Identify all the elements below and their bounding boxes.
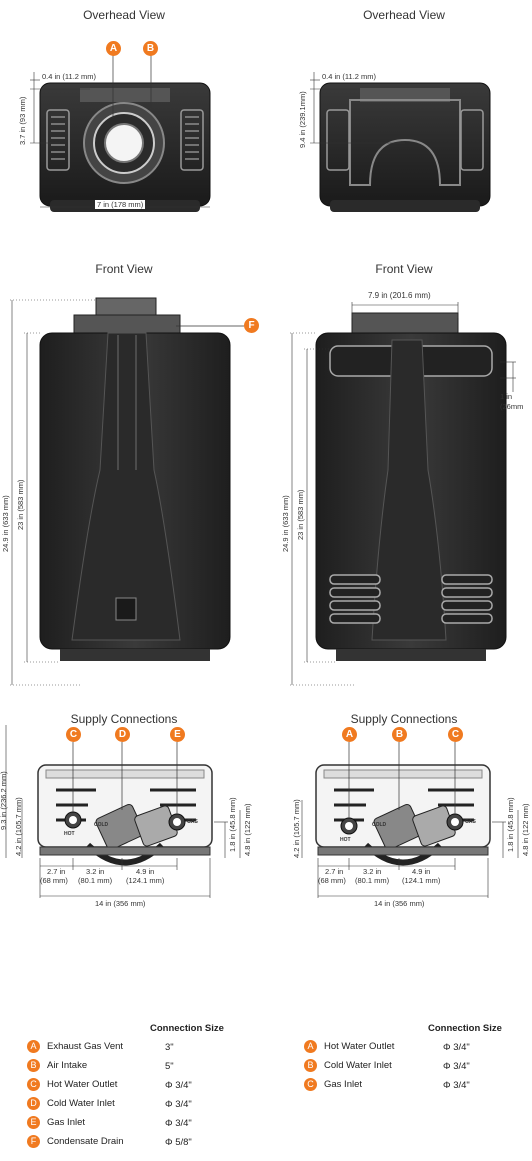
- legend-label: Cold Water Inlet: [47, 1098, 115, 1110]
- dim-width-supply-left: 14 in (356 mm): [95, 899, 146, 908]
- front-view-left: [10, 297, 244, 686]
- dim-depth-left: 3.7 in (93 mm): [18, 96, 27, 145]
- label-hot-supply-right: HOT: [340, 837, 351, 843]
- legend-right-row: C Gas Inlet: [304, 1078, 362, 1092]
- dim-overall-height-left: 24.9 in (633 mm): [1, 495, 10, 552]
- legend-label: Cold Water Inlet: [324, 1060, 392, 1072]
- legend-badge: C: [304, 1078, 317, 1091]
- dim-d2mm-supply-right: (80.1 mm): [355, 876, 390, 885]
- legend-badge: A: [304, 1040, 317, 1053]
- legend-size: 5": [165, 1061, 174, 1072]
- label-cold-supply-left: COLD: [94, 822, 109, 828]
- dim-d1mm-supply-right: (68 mm): [318, 876, 346, 885]
- supply-view-left: [5, 725, 241, 898]
- dim-gas-height-supply-left: 4.8 in (122 mm): [243, 803, 252, 856]
- legend-badge: D: [27, 1097, 40, 1110]
- supply-left-title: Supply Connections: [70, 712, 178, 726]
- dim-width-supply-right: 14 in (356 mm): [374, 899, 425, 908]
- dim-d1-supply-left: 2.7 in: [47, 867, 66, 876]
- dim-d3mm-supply-right: (124.1 mm): [402, 876, 441, 885]
- legend-left-row: F Condensate Drain: [27, 1135, 124, 1149]
- legend-label: Gas Inlet: [47, 1117, 86, 1129]
- callout-c-supply-left: C: [66, 727, 81, 742]
- callout-f-front: F: [244, 318, 259, 333]
- legend-size: Φ 3/4": [165, 1080, 192, 1091]
- dim-d1mm-supply-left: (68 mm): [40, 876, 68, 885]
- legend-label: Gas Inlet: [324, 1079, 363, 1091]
- dim-bracket-width: 7.9 in (201.6 mm): [368, 291, 431, 300]
- dim-d2-supply-right: 3.2 in: [363, 867, 382, 876]
- dim-d2mm-supply-left: (80.1 mm): [78, 876, 113, 885]
- callout-d-supply-left: D: [115, 727, 130, 742]
- legend-size: Φ 3/4": [443, 1080, 470, 1091]
- legend-label: Exhaust Gas Vent: [47, 1041, 124, 1053]
- dim-d3-supply-left: 4.9 in: [136, 867, 155, 876]
- label-cold-supply-right: COLD: [372, 822, 387, 828]
- legend-badge: F: [27, 1135, 40, 1148]
- dim-d3-supply-right: 4.9 in: [412, 867, 431, 876]
- label-gas-supply-left: GAS: [187, 819, 198, 825]
- supply-right-title: Supply Connections: [350, 712, 458, 726]
- dim-width-overhead: 7 in (178 mm): [95, 200, 146, 209]
- legend-badge: A: [27, 1040, 40, 1053]
- overhead-right-title: Overhead View: [363, 8, 445, 22]
- legend-size: Φ 5/8": [165, 1137, 192, 1148]
- legend-left-row: B Air Intake: [27, 1059, 87, 1073]
- overhead-view-left: [30, 54, 211, 212]
- legend-badge: E: [27, 1116, 40, 1129]
- label-gas-supply-right: GAS: [465, 819, 476, 825]
- callout-a-overhead: A: [106, 41, 121, 56]
- dim-d1-supply-right: 2.7 in: [325, 867, 344, 876]
- dim-body-height-left: 23 in (583 mm): [16, 479, 25, 530]
- legend-size: Φ 3/4": [443, 1061, 470, 1072]
- legend-badge: B: [27, 1059, 40, 1072]
- dim-top-offset-left: 0.4 in (11.2 mm): [42, 72, 97, 81]
- legend-left-row: E Gas Inlet: [27, 1116, 85, 1130]
- callout-e-supply-left: E: [170, 727, 185, 742]
- legend-left-header: Connection Size: [150, 1023, 224, 1034]
- legend-label: Hot Water Outlet: [47, 1079, 118, 1091]
- front-left-title: Front View: [95, 262, 153, 276]
- callout-b-supply-right: B: [392, 727, 407, 742]
- dim-side-offset-mm: (26mm: [500, 402, 524, 411]
- dim-hot-height-supply-right: 4.2 in (105.7 mm): [292, 799, 301, 858]
- dim-d2-supply-left: 3.2 in: [86, 867, 105, 876]
- callout-c-supply-right: C: [448, 727, 463, 742]
- dim-overall-height-right: 24.9 in (633 mm): [281, 495, 290, 552]
- overhead-left-title: Overhead View: [83, 8, 165, 22]
- legend-right-header: Connection Size: [428, 1023, 502, 1034]
- front-right-title: Front View: [375, 262, 433, 276]
- legend-label: Air Intake: [47, 1060, 88, 1072]
- dim-hot-height-supply-left: 4.2 in (105.7 mm): [14, 797, 23, 856]
- dim-depth-right: 9.4 in (239.1mm): [298, 91, 307, 148]
- legend-size: Φ 3/4": [443, 1042, 470, 1053]
- dim-body-height-right: 23 in (583 mm): [296, 489, 305, 540]
- legend-size: 3": [165, 1042, 174, 1053]
- legend-label: Condensate Drain: [47, 1136, 124, 1148]
- legend-badge: B: [304, 1059, 317, 1072]
- dim-gas-small-supply-left: 1.8 in (45.8 mm): [228, 797, 237, 852]
- dim-gas-height-supply-right: 4.8 in (122 mm): [521, 803, 530, 856]
- legend-badge: C: [27, 1078, 40, 1091]
- legend-size: Φ 3/4": [165, 1099, 192, 1110]
- dim-d3mm-supply-left: (124.1 mm): [126, 876, 165, 885]
- legend-size: Φ 3/4": [165, 1118, 192, 1129]
- dim-side-offset: 1 in: [500, 392, 513, 401]
- dim-gas-small-supply-right: 1.8 in (45.8 mm): [506, 797, 515, 852]
- callout-a-supply-right: A: [342, 727, 357, 742]
- callout-b-overhead: B: [143, 41, 158, 56]
- label-hot-supply-left: HOT: [64, 831, 75, 837]
- supply-view-right: [301, 742, 519, 898]
- legend-left-row: A Exhaust Gas Vent: [27, 1040, 123, 1054]
- legend-label: Hot Water Outlet: [324, 1041, 395, 1053]
- legend-left-row: D Cold Water Inlet: [27, 1097, 115, 1111]
- overhead-view-right: [310, 72, 491, 212]
- front-view-right: [290, 302, 516, 686]
- legend-right-row: B Cold Water Inlet: [304, 1059, 392, 1073]
- dim-top-offset-right: 0.4 in (11.2 mm): [322, 72, 377, 81]
- legend-right-row: A Hot Water Outlet: [304, 1040, 394, 1054]
- legend-left-row: C Hot Water Outlet: [27, 1078, 117, 1092]
- dim-height-total-supply-left: 9.3 in (236.2 mm): [0, 771, 8, 830]
